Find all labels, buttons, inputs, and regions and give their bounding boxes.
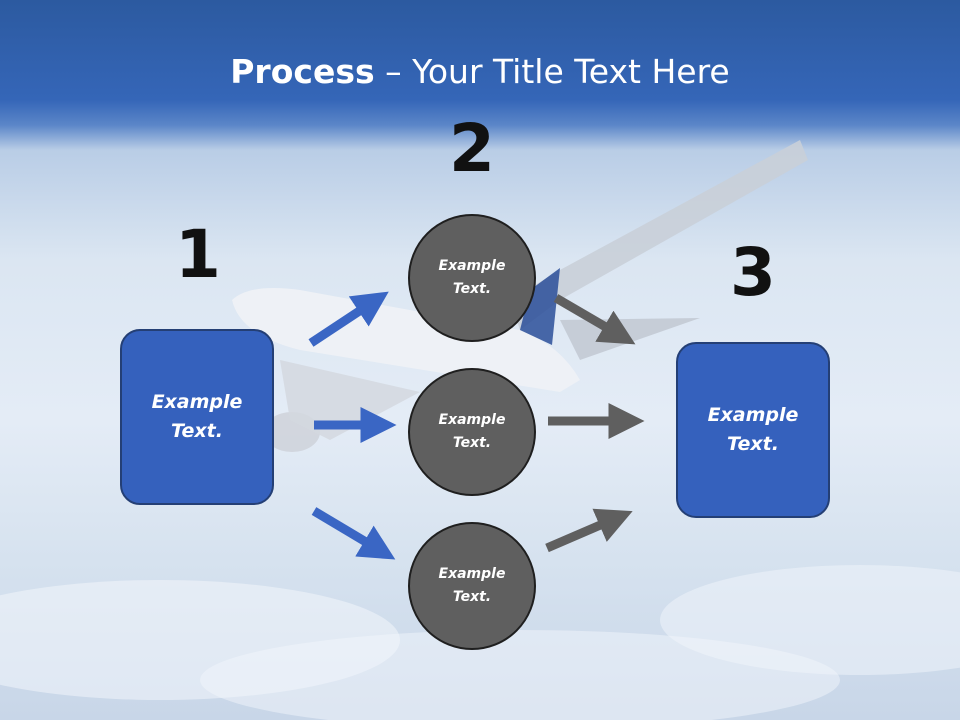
- step-box-left: Example Text.: [120, 329, 274, 505]
- process-circle-bottom-text: Example Text.: [438, 566, 506, 605]
- title-rest: – Your Title Text Here: [374, 52, 730, 91]
- step-box-right: Example Text.: [676, 342, 830, 518]
- title-bold: Process: [230, 52, 375, 91]
- step-number-1: 1: [175, 216, 221, 293]
- step-box-right-text: Example Text.: [707, 404, 799, 455]
- process-circle-bottom: Example Text.: [408, 522, 536, 650]
- slide-title: Process – Your Title Text Here: [0, 52, 960, 91]
- process-circle-middle-text: Example Text.: [438, 412, 506, 451]
- arrow-gray-down: [553, 294, 636, 345]
- process-circle-top: Example Text.: [408, 214, 536, 342]
- process-circle-top-text: Example Text.: [438, 258, 506, 297]
- arrow-blue-down: [311, 507, 396, 560]
- step-box-left-text: Example Text.: [151, 391, 243, 442]
- arrow-blue-up: [308, 291, 389, 347]
- process-circle-middle: Example Text.: [408, 368, 536, 496]
- arrow-gray-up: [545, 508, 633, 553]
- step-number-2: 2: [449, 110, 495, 187]
- step-number-3: 3: [730, 234, 776, 311]
